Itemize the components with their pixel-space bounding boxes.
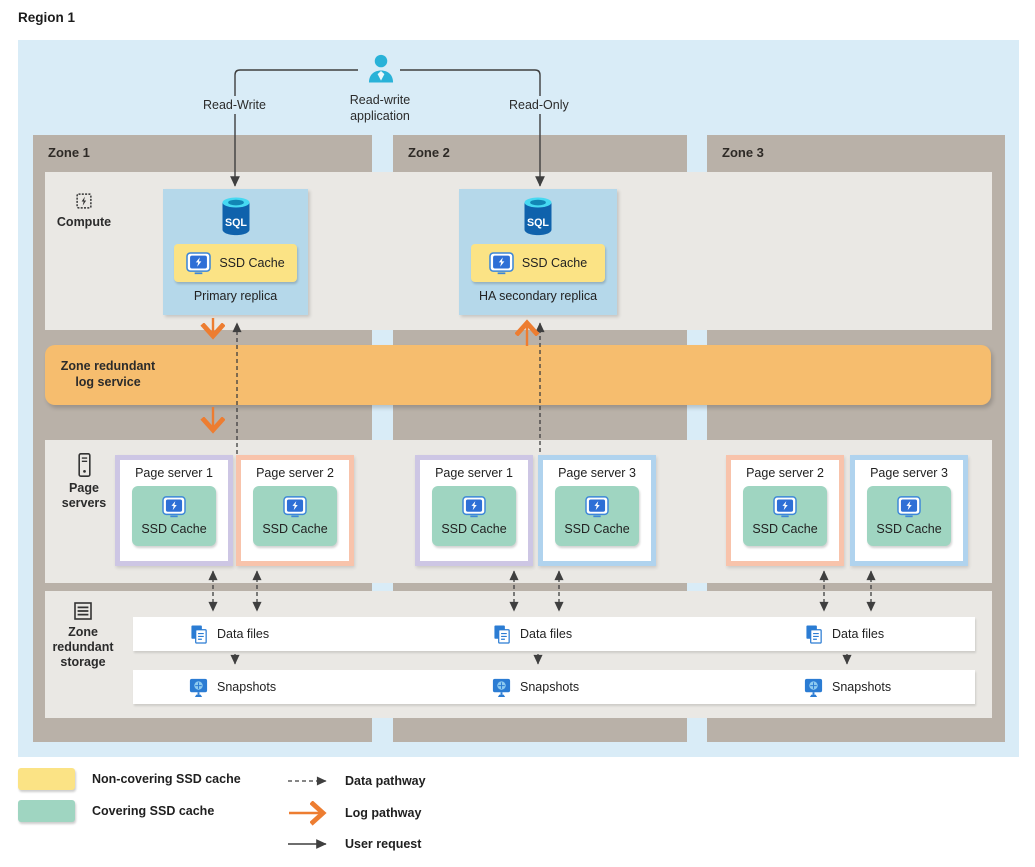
log-service-label: Zone redundant log service xyxy=(60,359,156,389)
page-server-box: Page server 3 SSD Cache xyxy=(538,455,656,566)
legend-swatch-covering xyxy=(18,800,75,822)
ha-secondary-replica-box: SQL SSD Cache HA secondary replica xyxy=(459,189,617,315)
ssd-icon xyxy=(585,496,609,518)
ssd-cache-label: SSD Cache xyxy=(876,522,942,536)
page-servers-label: Page servers xyxy=(61,481,107,510)
data-files-icon xyxy=(191,624,207,644)
legend-data-pathway-label: Data pathway xyxy=(345,774,426,788)
zone-1-header: Zone 1 xyxy=(48,145,90,160)
storage-label: Zone redundant storage xyxy=(52,625,114,669)
ssd-icon xyxy=(462,496,486,518)
page-server-title: Page server 3 xyxy=(558,466,636,480)
snapshots-label: Snapshots xyxy=(520,680,580,694)
storage-icon xyxy=(74,602,92,620)
ssd-cache-label: SSD Cache xyxy=(141,522,207,536)
ssd-icon xyxy=(283,496,307,518)
storage-row-label: Zone redundant storage xyxy=(50,600,116,670)
legend-covering-label: Covering SSD cache xyxy=(92,804,215,818)
user-icon xyxy=(368,54,394,83)
data-files-label: Data files xyxy=(217,627,270,641)
ssd-cache-label: SSD Cache xyxy=(441,522,507,536)
data-files-item-zone1: Data files xyxy=(190,617,269,651)
page-server-title: Page server 1 xyxy=(135,466,213,480)
ssd-cache-label: SSD Cache xyxy=(521,256,588,270)
sql-database-icon: SQL xyxy=(524,197,552,236)
covering-ssd-cache: SSD Cache xyxy=(253,486,337,546)
page-server-box: Page server 1 SSD Cache xyxy=(415,455,533,566)
sql-database-icon: SQL xyxy=(222,197,249,236)
data-files-item-zone3: Data files xyxy=(805,617,884,651)
page-server-box: Page server 2 SSD Cache xyxy=(236,455,354,566)
legend-swatch-non-covering xyxy=(18,768,75,790)
covering-ssd-cache: SSD Cache xyxy=(743,486,827,546)
primary-replica-box: SQL SSD Cache Primary replica xyxy=(163,189,308,315)
covering-ssd-cache: SSD Cache xyxy=(432,486,516,546)
snapshots-label: Snapshots xyxy=(217,680,277,694)
ha-secondary-replica-label: HA secondary replica xyxy=(478,289,598,303)
page-servers-row-label: Page servers xyxy=(56,452,112,511)
snapshots-item-zone1: Snapshots xyxy=(188,670,276,704)
ssd-cache-label: SSD Cache xyxy=(262,522,328,536)
snapshots-icon xyxy=(189,678,208,697)
ssd-icon xyxy=(186,251,212,274)
page-server-box: Page server 1 SSD Cache xyxy=(115,455,233,566)
ssd-icon xyxy=(162,496,186,518)
data-files-item-zone2: Data files xyxy=(493,617,572,651)
secondary-ssd-cache: SSD Cache xyxy=(471,244,605,282)
legend-user-request-label: User request xyxy=(345,837,422,851)
page-server-title: Page server 1 xyxy=(435,466,513,480)
ssd-cache-label: SSD Cache xyxy=(752,522,818,536)
page-server-box: Page server 2 SSD Cache xyxy=(726,455,844,566)
ssd-icon xyxy=(897,496,921,518)
snapshots-item-zone3: Snapshots xyxy=(803,670,891,704)
legend-log-pathway-label: Log pathway xyxy=(345,806,422,820)
data-files-icon xyxy=(806,624,822,644)
ssd-cache-label: SSD Cache xyxy=(564,522,630,536)
ssd-cache-label: SSD Cache xyxy=(219,256,285,270)
covering-ssd-cache: SSD Cache xyxy=(555,486,639,546)
snapshots-label: Snapshots xyxy=(832,680,892,694)
snapshots-bar: Snapshots Snapshots Snapshots xyxy=(133,670,975,704)
region-title: Region 1 xyxy=(18,10,76,25)
app-label: Read-write application xyxy=(349,93,411,123)
primary-ssd-cache: SSD Cache xyxy=(174,244,297,282)
zone-2-header: Zone 2 xyxy=(408,145,450,160)
page-server-box: Page server 3 SSD Cache xyxy=(850,455,968,566)
data-files-label: Data files xyxy=(832,627,885,641)
data-files-icon xyxy=(494,624,510,644)
server-icon xyxy=(77,453,91,477)
covering-ssd-cache: SSD Cache xyxy=(132,486,216,546)
read-only-label: Read-Only xyxy=(504,96,574,114)
legend-non-covering-label: Non-covering SSD cache xyxy=(92,772,241,786)
primary-replica-label: Primary replica xyxy=(193,289,278,303)
page-server-title: Page server 2 xyxy=(746,466,824,480)
ssd-icon xyxy=(773,496,797,518)
log-service-bar xyxy=(45,345,991,405)
snapshots-item-zone2: Snapshots xyxy=(491,670,579,704)
page-server-title: Page server 2 xyxy=(256,466,334,480)
read-write-label: Read-Write xyxy=(198,96,271,114)
data-files-label: Data files xyxy=(520,627,573,641)
compute-row-label: Compute xyxy=(56,190,112,230)
covering-ssd-cache: SSD Cache xyxy=(867,486,951,546)
svg-text:SQL: SQL xyxy=(225,217,247,229)
compute-label: Compute xyxy=(56,215,112,229)
ssd-icon xyxy=(489,251,514,274)
zone-3-header: Zone 3 xyxy=(722,145,764,160)
snapshots-icon xyxy=(804,678,823,697)
compute-chip-icon xyxy=(76,193,92,209)
data-files-bar: Data files Data files Data files xyxy=(133,617,975,651)
snapshots-icon xyxy=(492,678,511,697)
page-server-title: Page server 3 xyxy=(870,466,948,480)
svg-text:SQL: SQL xyxy=(527,217,549,229)
